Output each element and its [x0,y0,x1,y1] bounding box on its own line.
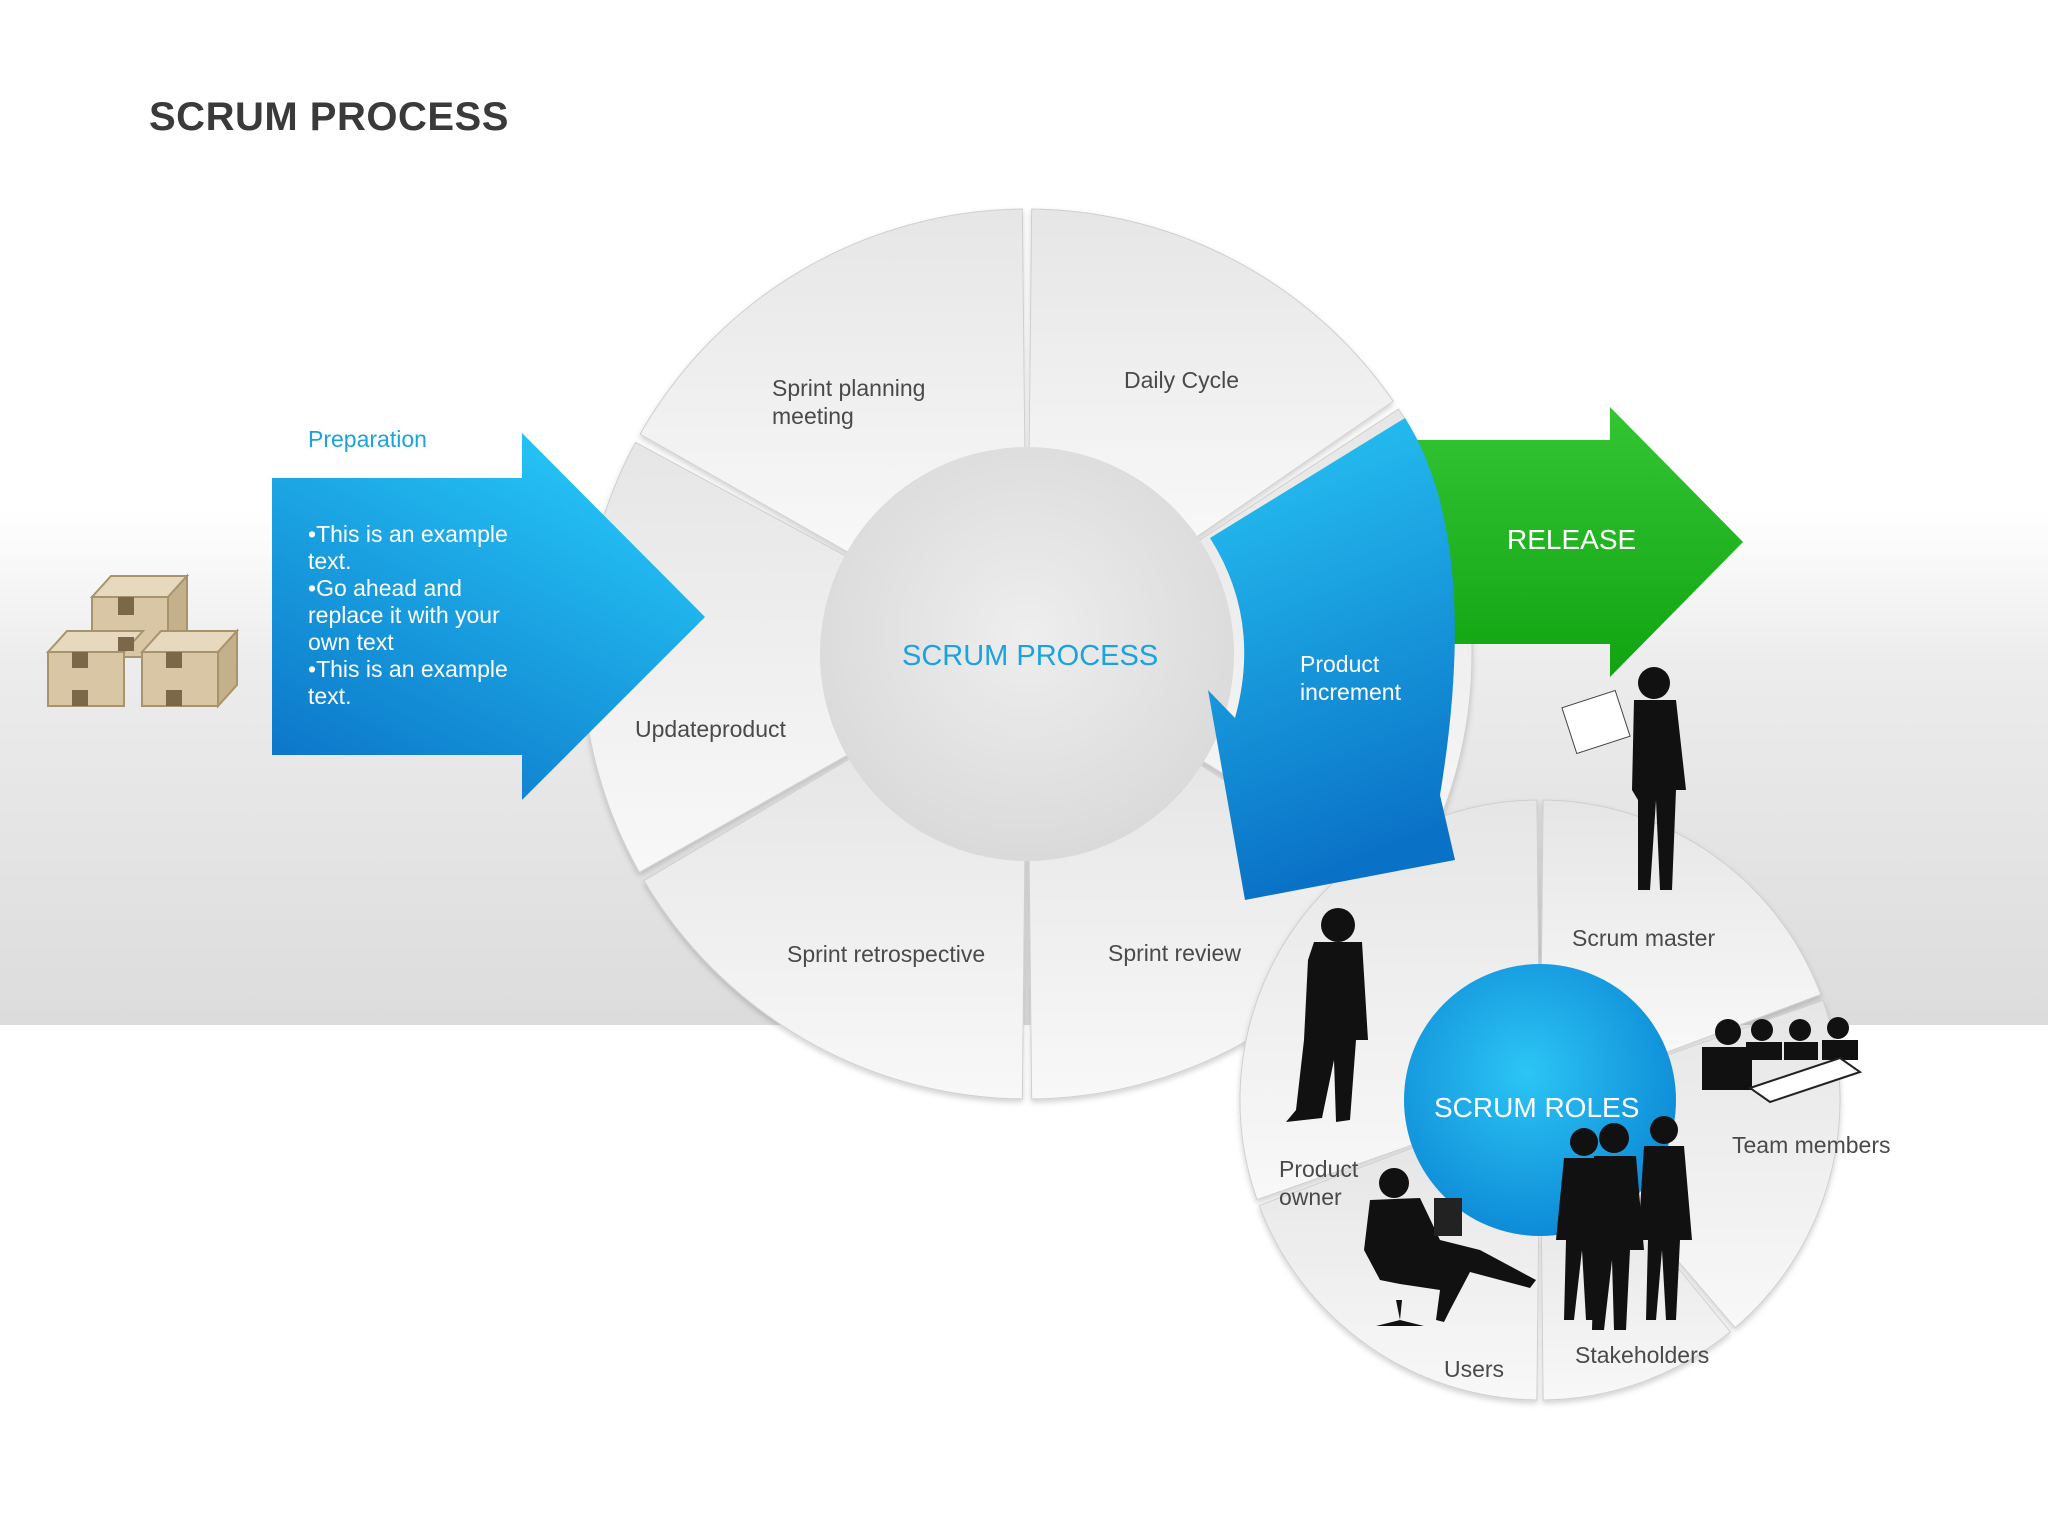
roles-center-label: SCRUM ROLES [1434,1092,1640,1123]
product-owner-silhouette-icon [1286,908,1368,1122]
user-silhouette-icon [1364,1168,1536,1326]
preparation-bullet: This is an example text. [308,656,538,710]
cycle-hub [820,447,1234,861]
segment-sprint-review: Sprint review [1108,940,1241,966]
role-scrum-master: Scrum master [1572,925,1716,951]
role-users: Users [1444,1356,1505,1382]
role-stakeholders: Stakeholders [1575,1342,1710,1368]
preparation-bullets: This is an example text. Go ahead and re… [308,521,538,710]
team-meeting-silhouette-icon [1702,1017,1863,1104]
segment-sprint-retrospective: Sprint retrospective [787,941,986,967]
cycle-center-label: SCRUM PROCESS [902,640,1159,672]
role-team-members: Team members [1732,1132,1891,1158]
segment-update-product: Updateproduct [635,716,786,742]
preparation-heading: Preparation [308,426,427,452]
release-arrow [1415,407,1743,677]
segment-product-increment: Product increment [1300,651,1401,705]
role-product-owner: Product owner [1279,1156,1359,1210]
product-increment-arrow [1208,418,1455,900]
page-title: SCRUM PROCESS [149,95,509,139]
stakeholders-silhouette-icon [1556,1116,1692,1330]
scrum-master-silhouette-icon [1561,667,1686,890]
release-label: RELEASE [1507,524,1637,555]
preparation-bullet: This is an example text. [308,521,538,575]
segment-sprint-planning: Sprint planning meeting [772,375,926,429]
boxes-icon [45,573,240,709]
segment-daily-cycle: Daily Cycle [1124,367,1240,393]
preparation-bullet: Go ahead and replace it with your own te… [308,575,538,656]
